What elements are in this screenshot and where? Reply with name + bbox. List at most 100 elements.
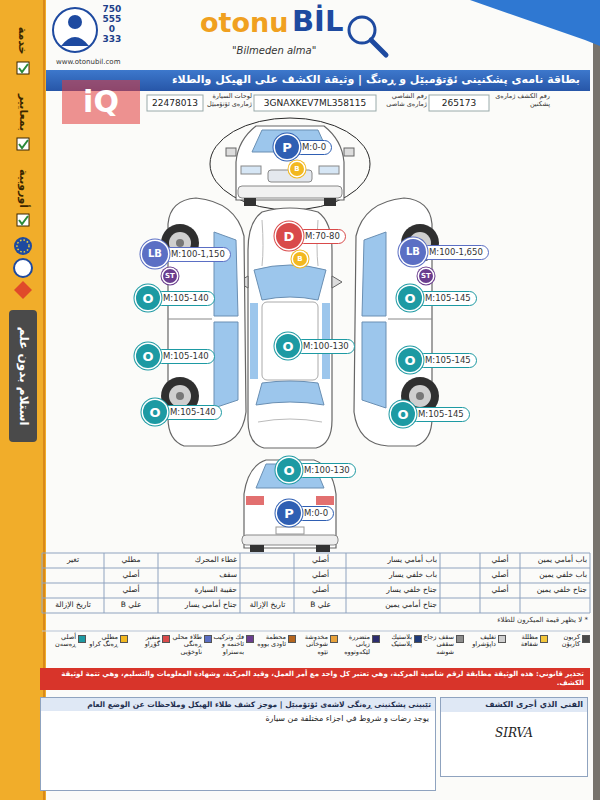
legend-rule <box>42 631 590 632</box>
table-cell: أصلي <box>482 585 518 594</box>
logo-head <box>68 15 82 29</box>
paint-marker: PM:0-0 <box>275 135 332 159</box>
paint-marker: OM:105-140 <box>136 344 215 368</box>
measure-label: M:100-130 <box>294 339 355 354</box>
field-box <box>429 95 489 111</box>
table-columns <box>42 553 590 613</box>
hub <box>176 392 184 400</box>
car-window <box>362 232 386 316</box>
table-cell: أصلي <box>106 570 156 579</box>
table-cell: مطلي <box>106 555 156 564</box>
table-cell: أصلي <box>482 555 518 564</box>
watermark: iQ <box>62 80 140 124</box>
top-view <box>238 208 342 448</box>
marker-letter: O <box>136 344 160 368</box>
legend-text: متضررة زیانی لێکەوتووە <box>339 634 370 656</box>
tyre <box>324 198 336 206</box>
warning-band: تحذير قانوني: هذه الوثيقة مطابقة لرقم شا… <box>40 668 590 690</box>
tail-light <box>316 496 334 505</box>
legend-swatch <box>540 635 548 643</box>
notes-box: تێبینی پشکنینی ڕەنگی لاشەی ئۆتۆمبێل | مو… <box>40 697 436 791</box>
legend-text: بلاستيك پلاستیک <box>381 634 412 649</box>
table-cell: B علي <box>297 600 344 609</box>
car-window <box>214 322 238 408</box>
bumper <box>238 186 342 198</box>
marker-letter: B <box>290 162 304 176</box>
paint-marker: PM:0-0 <box>277 501 334 525</box>
paint-marker: OM:105-145 <box>398 286 477 310</box>
car-window <box>214 232 238 316</box>
magnifier-handle <box>371 40 386 55</box>
front-view <box>226 126 354 206</box>
table-cell: أصلي <box>297 555 344 564</box>
legend-text: مظللة شفافة <box>507 634 538 649</box>
marker-letter: D <box>276 223 302 249</box>
table-cell: سقف <box>161 570 237 579</box>
checkbox <box>17 138 29 150</box>
tail-light <box>246 496 264 505</box>
table-cell: حقيبة السيارة <box>161 585 237 594</box>
paint-marker: OM:105-140 <box>136 286 215 310</box>
rim <box>169 385 191 407</box>
car-window <box>256 381 324 405</box>
side-tab-text: أوروبية <box>16 169 29 208</box>
mirror <box>332 276 342 288</box>
eu-badge <box>14 237 32 255</box>
legend-entry: مطلي ڕەنگ کراو <box>87 634 128 649</box>
legend-swatch <box>120 635 128 643</box>
table-cell: جناح أمامي يمين <box>349 600 437 609</box>
legend-swatch <box>414 635 422 643</box>
paint-marker: OM:100-130 <box>277 458 356 482</box>
legend-entry: محطمة ئاودی بووە <box>255 634 296 649</box>
legend-text: طلاء محلي ڕەنگی ناوخۆیی <box>171 634 202 656</box>
measure-label: M:100-1,150 <box>162 247 231 262</box>
marker-letter: O <box>277 458 301 482</box>
mirror <box>344 148 354 156</box>
headlight <box>319 166 339 174</box>
measure-label: M:105-145 <box>416 353 477 368</box>
car-body <box>248 208 332 448</box>
marker-letter: O <box>276 334 300 358</box>
paint-marker: B <box>290 162 304 176</box>
paint-marker: LBM:100-1,650 <box>400 239 489 265</box>
tyre <box>316 545 330 552</box>
paint-marker: DM:70-80 <box>276 223 346 249</box>
car-window <box>362 322 386 408</box>
legend-text: متغير گۆڕاو <box>129 634 160 649</box>
legend-entry: كربون كاربۆن <box>549 634 590 649</box>
logo-body <box>61 37 89 46</box>
marker-letter: O <box>391 402 415 426</box>
table-cell: أصلي <box>297 570 344 579</box>
field-value: 22478013 <box>148 98 202 109</box>
hub <box>176 239 184 247</box>
logo-text: otonu <box>200 8 288 38</box>
bumper <box>242 535 338 545</box>
table-cell: غطاء المحرك <box>161 555 237 564</box>
legend-text: فك وتركيب ئاخنمە و بەستراو <box>213 634 244 656</box>
plate <box>276 527 304 534</box>
website: www.otonubil.com <box>56 58 120 66</box>
legend-swatch <box>498 635 506 643</box>
table-rows <box>42 553 590 613</box>
technician-box: الفني الذي أجرى الكشفSIRVA <box>440 697 588 777</box>
paint-marker: ST <box>163 269 177 283</box>
table-cell: باب أمامي يمين <box>523 555 587 564</box>
left-side-view <box>161 198 246 446</box>
measure-label: M:100-130 <box>295 463 356 478</box>
marker-letter: B <box>293 252 307 266</box>
paint-marker: OM:105-145 <box>398 348 477 372</box>
table-cell: جناح خلفي يمين <box>523 585 587 594</box>
table-cell: تغير <box>44 555 102 564</box>
measure-label: M:105-140 <box>154 291 215 306</box>
field-value: 265173 <box>430 98 488 109</box>
legend-text: سقف زجاج سقفی شوشە <box>423 634 454 656</box>
box-text: يوجد رضات و شروط في اجزاء مختلفة من سيار… <box>41 711 435 727</box>
marker-letter: O <box>398 286 422 310</box>
marker-letter: P <box>275 135 299 159</box>
checkmark <box>19 216 28 224</box>
table-cell: أصلي <box>106 585 156 594</box>
headlight <box>241 166 261 174</box>
legend-swatch <box>204 635 212 643</box>
